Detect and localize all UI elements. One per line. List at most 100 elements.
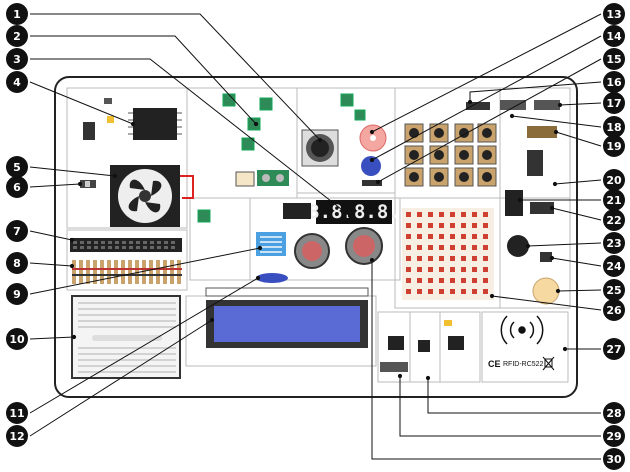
callout-line-24	[551, 257, 602, 267]
callout-dot-26	[489, 293, 495, 299]
callout-dot-1	[317, 137, 323, 143]
callout-number-22: 22	[606, 214, 621, 227]
callout-badge-20	[603, 169, 625, 191]
callout-dot-11	[255, 275, 261, 281]
lcd-screen	[214, 306, 360, 342]
header-19	[527, 126, 557, 138]
callout-line-12	[29, 319, 213, 437]
callout-number-17: 17	[606, 97, 621, 110]
callout-number-15: 15	[606, 53, 621, 66]
callout-number-4: 4	[13, 76, 21, 89]
callout-line-30	[371, 260, 601, 460]
callout-dot-7	[69, 237, 75, 243]
callout-number-5: 5	[13, 161, 21, 174]
callout-number-13: 13	[606, 8, 621, 21]
callout-number-8: 8	[13, 257, 21, 270]
callout-badge-19	[603, 135, 625, 157]
callout-number-21: 21	[606, 194, 621, 207]
callout-dot-30	[369, 257, 375, 263]
callout-number-18: 18	[606, 121, 621, 134]
callout-badge-6	[6, 176, 28, 198]
callout-badge-3	[6, 48, 28, 70]
rfid-label: RFID-RC522	[503, 361, 544, 368]
callout-badge-14	[603, 25, 625, 47]
callout-dot-12	[209, 317, 215, 323]
rgb-led	[361, 156, 381, 176]
led-matrix	[402, 208, 494, 300]
module-28	[418, 340, 430, 352]
ce-mark: CE	[488, 359, 501, 369]
callout-number-25: 25	[606, 284, 621, 297]
callout-number-30: 30	[606, 453, 622, 466]
callout-number-12: 12	[9, 430, 24, 443]
callout-dot-9	[257, 245, 263, 251]
callout-badges: 1234567891011121314151617181920212223242…	[6, 3, 625, 470]
callout-badge-5	[6, 156, 28, 178]
rfid-symbol	[500, 315, 544, 345]
callout-badge-15	[603, 48, 625, 70]
potentiometer-25	[532, 277, 560, 305]
callout-number-16: 16	[606, 76, 622, 89]
mic-23	[507, 235, 529, 257]
callout-badge-22	[603, 209, 625, 231]
callout-badge-21	[603, 189, 625, 211]
callout-line-19	[555, 131, 602, 147]
callout-line-14	[371, 35, 602, 161]
module-29	[388, 336, 404, 350]
callout-number-19: 19	[606, 140, 621, 153]
callout-dot-13	[369, 129, 375, 135]
callout-line-7	[29, 230, 73, 241]
breadboard-holes	[78, 302, 176, 373]
terminal-block	[257, 170, 289, 186]
callout-badge-17	[603, 92, 625, 114]
callout-badge-2	[6, 25, 28, 47]
seven-segment-text: 8.8.8.8.	[308, 201, 400, 223]
callout-dot-27	[562, 346, 568, 352]
callout-line-13	[371, 13, 602, 133]
callout-lines	[29, 13, 602, 460]
callout-line-3	[30, 58, 351, 217]
callout-dot-28	[425, 375, 431, 381]
ir-receiver	[256, 273, 288, 283]
callout-number-3: 3	[13, 53, 21, 66]
callout-dot-25	[555, 288, 561, 294]
callout-line-22	[551, 207, 602, 221]
button-matrix	[404, 123, 497, 187]
callout-line-15	[377, 58, 602, 183]
callout-badge-25	[603, 279, 625, 301]
callout-line-5	[29, 166, 116, 177]
callout-dot-6	[77, 181, 83, 187]
callout-line-1	[30, 13, 321, 141]
board-details: 8.8.8.8.	[70, 93, 560, 379]
callout-line-6	[29, 183, 81, 188]
callout-number-23: 23	[606, 237, 621, 250]
seven-segment-display	[316, 200, 392, 224]
callout-dot-22	[549, 205, 555, 211]
callout-dot-16	[467, 99, 473, 105]
callout-line-20	[554, 179, 602, 185]
callout-badge-13	[603, 3, 625, 25]
callout-number-28: 28	[606, 407, 621, 420]
callout-line-17	[559, 102, 602, 106]
callout-line-29	[399, 376, 601, 437]
callout-dot-3	[347, 213, 353, 219]
callout-badge-10	[6, 328, 28, 350]
led-dots	[406, 212, 488, 294]
callout-dot-21	[517, 197, 523, 203]
mcu-chip	[133, 108, 177, 140]
callout-dot-17	[557, 102, 563, 108]
callout-line-9	[29, 247, 261, 295]
callout-badge-9	[6, 283, 28, 305]
callout-badge-8	[6, 252, 28, 274]
callout-number-24: 24	[606, 260, 622, 273]
callout-dot-14	[369, 157, 375, 163]
callout-dot-4	[130, 121, 136, 127]
module-frames	[66, 87, 571, 383]
callout-dot-20	[552, 181, 558, 187]
callout-badge-30	[603, 448, 625, 470]
callout-number-20: 20	[606, 174, 622, 187]
callout-badge-23	[603, 232, 625, 254]
callout-dot-2	[253, 121, 259, 127]
